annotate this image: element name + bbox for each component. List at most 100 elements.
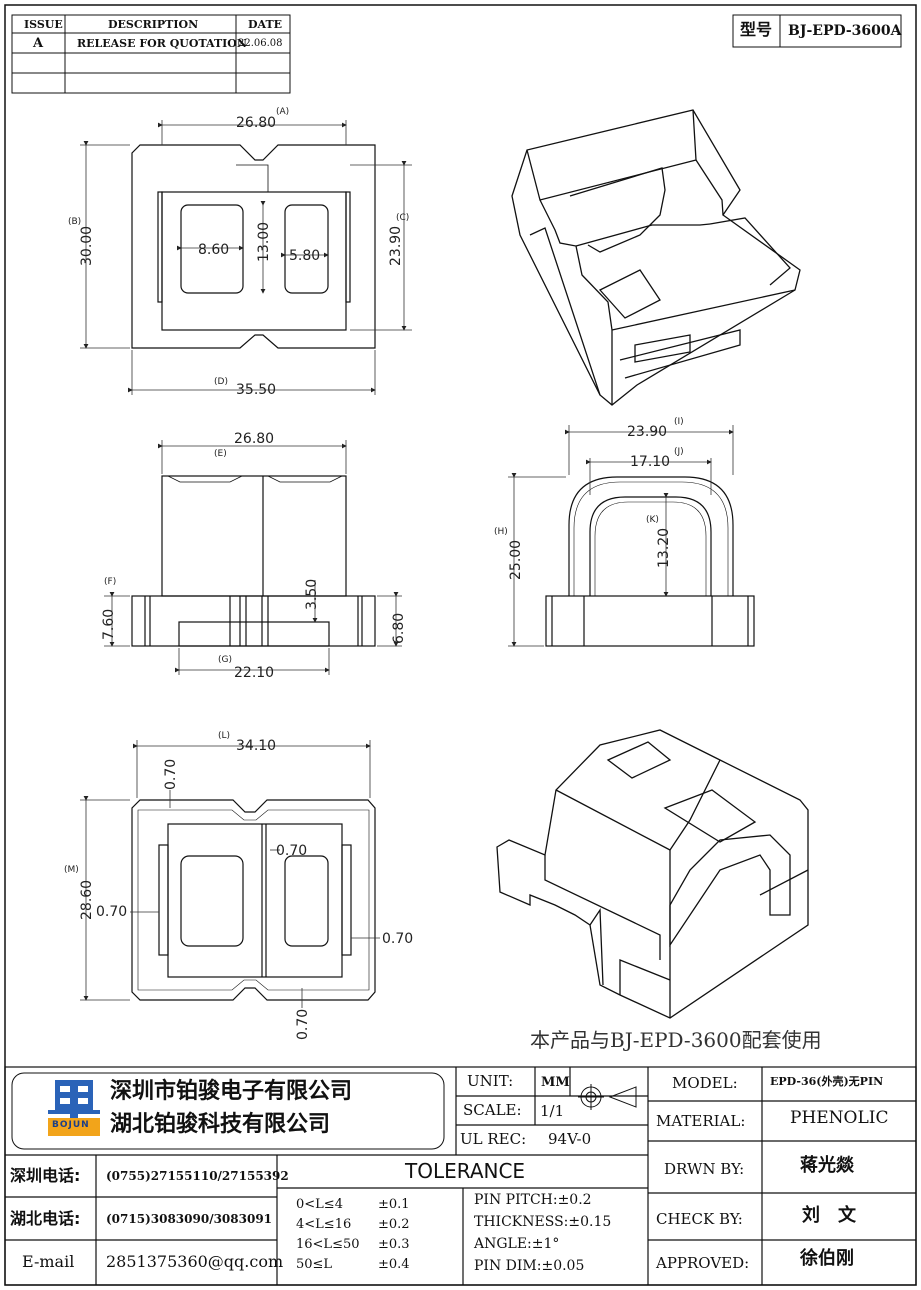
projection-symbol-icon xyxy=(578,1084,637,1110)
ul-value: 94V-0 xyxy=(548,1130,592,1148)
rev-issue-a: A xyxy=(33,36,44,51)
side-view-dims xyxy=(508,425,734,647)
approved-value: 徐伯刚 xyxy=(800,1248,854,1269)
dim-top-a: 26.80 xyxy=(236,115,277,131)
contact-value-hubei: (0715)3083090/3083091 xyxy=(106,1212,273,1226)
model-value: EPD-36(外壳)无PIN xyxy=(770,1075,884,1088)
model-box-value: BJ-EPD-3600A xyxy=(788,23,902,39)
label-g: (G) xyxy=(218,655,232,665)
label-m: (M) xyxy=(64,865,79,875)
dim-front-g: 22.10 xyxy=(234,665,275,681)
bottom-view-dims xyxy=(80,740,380,1008)
dim-top-w2: 5.80 xyxy=(289,248,321,264)
label-b: (B) xyxy=(68,217,82,227)
dim-side-i: 23.90 xyxy=(627,424,668,440)
label-h: (H) xyxy=(494,527,508,537)
dim-top-w1: 8.60 xyxy=(198,242,230,258)
dim-front-f: 7.60 xyxy=(101,608,117,640)
unit-value: MM xyxy=(541,1075,570,1090)
dim-front-h68: 6.80 xyxy=(391,612,407,644)
check-label: CHECK BY: xyxy=(656,1210,743,1228)
front-view xyxy=(131,475,376,647)
rev-description-a: RELEASE FOR QUOTATION xyxy=(77,37,247,50)
iso-view-lower xyxy=(496,729,809,1019)
compat-note: 本产品与BJ-EPD-3600配套使用 xyxy=(530,1028,822,1052)
dim-front-e: 26.80 xyxy=(234,431,275,447)
iso-view-upper xyxy=(511,109,801,406)
material-value: PHENOLIC xyxy=(790,1108,889,1128)
company-banner-frame xyxy=(11,1072,445,1150)
label-l: (L) xyxy=(218,731,231,741)
rev-date-a: 22.06.08 xyxy=(238,38,283,49)
label-a: (A) xyxy=(276,107,290,117)
tol-value-3: ±0.4 xyxy=(378,1257,410,1272)
label-c: (C) xyxy=(396,213,410,223)
drawn-label: DRWN BY: xyxy=(664,1160,745,1178)
label-e: (E) xyxy=(214,449,227,459)
company-name-hubei: 湖北铂骏科技有限公司 xyxy=(110,1112,331,1137)
revision-table-grid xyxy=(11,14,291,94)
model-box-frame xyxy=(732,14,902,48)
dim-top-h1: 13.00 xyxy=(256,221,272,262)
contact-value-shenzhen: (0755)27155110/27155392 xyxy=(106,1169,289,1183)
approved-label: APPROVED: xyxy=(656,1254,750,1272)
tol-range-1: 4<L≤16 xyxy=(296,1217,352,1232)
tol-range-0: 0<L≤4 xyxy=(296,1197,343,1212)
model-box-label: 型号 xyxy=(740,20,773,39)
rev-header-date: DATE xyxy=(248,18,283,31)
tol-value-0: ±0.1 xyxy=(378,1197,410,1212)
tolerance-title: TOLERANCE xyxy=(405,1159,526,1183)
scale-value: 1/1 xyxy=(540,1102,565,1120)
bojun-logo-icon xyxy=(48,1080,100,1136)
tol-pin-dim: PIN DIM:±0.05 xyxy=(474,1258,585,1274)
label-j: (J) xyxy=(674,447,684,457)
dim-bottom-m: 28.60 xyxy=(79,879,95,920)
front-view-dims xyxy=(104,440,402,675)
dim-side-k: 13.20 xyxy=(656,527,672,568)
rev-header-issue: ISSUE xyxy=(24,18,63,31)
dim-front-h35: 3.50 xyxy=(304,578,320,610)
ul-label: UL REC: xyxy=(460,1130,527,1148)
dim-bottom-t5: 0.70 xyxy=(295,1008,311,1040)
contact-label-hubei: 湖北电话: xyxy=(10,1209,81,1228)
dim-side-j: 17.10 xyxy=(630,454,671,470)
unit-label: UNIT: xyxy=(467,1072,514,1090)
dim-bottom-t2: 0.70 xyxy=(276,843,308,859)
company-name-shenzhen: 深圳市铂骏电子有限公司 xyxy=(110,1079,353,1104)
tol-value-2: ±0.3 xyxy=(378,1237,410,1252)
logo-text: BOJUN xyxy=(52,1120,90,1130)
title-block-grid xyxy=(4,1066,917,1286)
model-label: MODEL: xyxy=(672,1074,738,1092)
tol-range-2: 16<L≤50 xyxy=(296,1237,360,1252)
material-label: MATERIAL: xyxy=(656,1112,746,1130)
contact-value-email: 2851375360@qq.com xyxy=(106,1252,284,1271)
side-view xyxy=(545,476,755,647)
dim-top-b: 30.00 xyxy=(79,225,95,266)
top-view-dims xyxy=(80,120,412,395)
tol-pin-pitch: PIN PITCH:±0.2 xyxy=(474,1192,592,1208)
scale-label: SCALE: xyxy=(463,1101,522,1119)
dim-bottom-l: 34.10 xyxy=(236,738,277,754)
tol-range-3: 50≤L xyxy=(296,1257,333,1272)
label-i: (I) xyxy=(674,417,684,427)
tol-thickness: THICKNESS:±0.15 xyxy=(474,1214,612,1230)
check-value: 刘 文 xyxy=(802,1205,856,1226)
dim-top-c: 23.90 xyxy=(388,225,404,266)
bottom-view xyxy=(131,799,376,1001)
label-f: (F) xyxy=(104,577,117,587)
drawn-value: 蒋光燚 xyxy=(800,1155,854,1176)
dim-bottom-t3: 0.70 xyxy=(96,904,128,920)
contact-label-email: E-mail xyxy=(22,1252,75,1271)
label-d: (D) xyxy=(214,377,228,387)
label-k: (K) xyxy=(646,515,659,525)
dim-side-h: 25.00 xyxy=(508,539,524,580)
rev-header-description: DESCRIPTION xyxy=(108,18,199,31)
dim-top-d: 35.50 xyxy=(236,382,277,398)
tol-value-1: ±0.2 xyxy=(378,1217,410,1232)
dim-bottom-t4: 0.70 xyxy=(382,931,414,947)
dim-bottom-t1: 0.70 xyxy=(163,758,179,790)
tol-angle: ANGLE:±1° xyxy=(474,1236,560,1252)
top-view xyxy=(131,144,376,349)
contact-label-shenzhen: 深圳电话: xyxy=(10,1166,81,1185)
